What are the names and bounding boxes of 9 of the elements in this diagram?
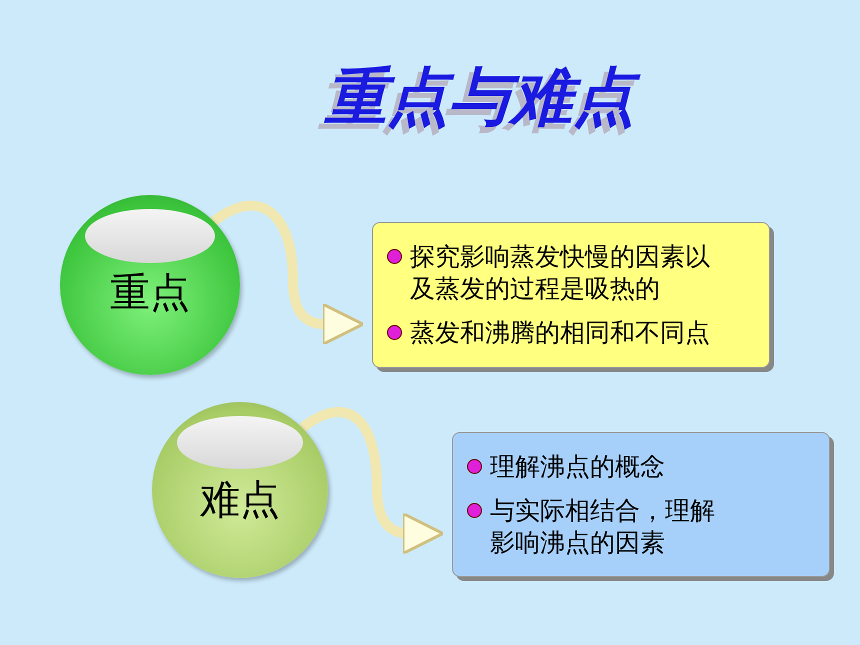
bullet-text: 与实际相结合，理解影响沸点的因素 [490, 494, 716, 558]
bullet-text: 理解沸点的概念 [490, 450, 665, 482]
bullet-text: 探究影响蒸发快慢的因素以及蒸发的过程是吸热的 [410, 241, 711, 305]
sphere-label: 难点 [199, 476, 281, 525]
title: 重点与难点 [290, 55, 670, 139]
curved-arrow [210, 200, 364, 346]
bullet-text: 蒸发和沸腾的相同和不同点 [410, 317, 710, 349]
curved-arrow [299, 407, 444, 555]
sphere-label: 重点 [109, 269, 191, 318]
